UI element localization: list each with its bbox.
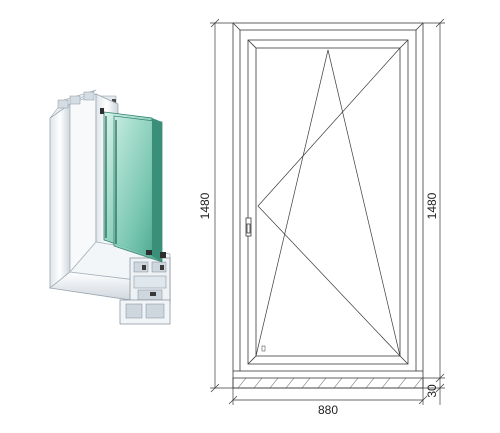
glass-marking <box>261 345 266 352</box>
height-dimension-right: 1480 <box>425 192 439 219</box>
width-dimension: 880 <box>318 403 338 417</box>
opening-indicator-lines <box>255 47 401 357</box>
sill-hatching <box>237 377 423 389</box>
profile-bottom-chambers <box>119 257 171 325</box>
dimension-lines <box>210 18 445 405</box>
window-elevation <box>232 22 424 389</box>
glass-unit <box>103 111 163 263</box>
glass-pane-outline <box>255 47 401 357</box>
sill-dimension: 30 <box>425 384 439 398</box>
height-dimension-left: 1480 <box>198 192 212 219</box>
sash-outer <box>247 39 409 365</box>
gaskets <box>100 108 166 258</box>
sill <box>232 377 424 389</box>
window-handle-icon <box>245 217 252 237</box>
window-profile-cross-section-icon <box>49 89 171 325</box>
frame-inner-line <box>239 29 417 372</box>
